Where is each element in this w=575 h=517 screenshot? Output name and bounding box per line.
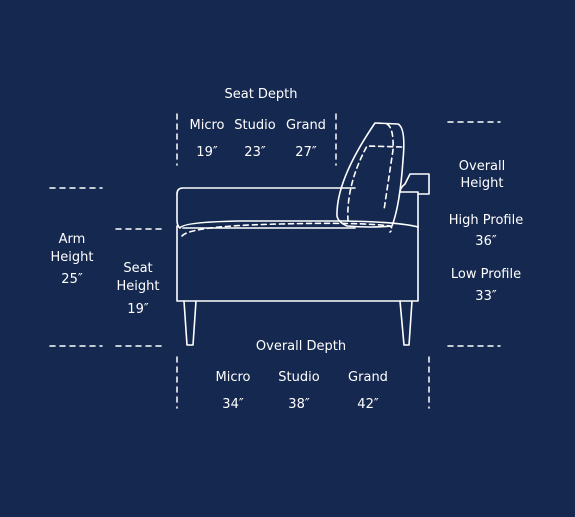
seat-height-title-line1: Seat xyxy=(123,261,153,276)
overall-depth-studio-label: Studio xyxy=(278,370,320,385)
arm-height-title-line1: Arm xyxy=(58,232,86,247)
overall-depth-title: Overall Depth xyxy=(255,339,347,354)
overall-depth-grand-value: 42″ xyxy=(357,397,379,412)
sofa-frame xyxy=(176,225,419,302)
back-cushion xyxy=(336,122,405,228)
arm-height-value: 25″ xyxy=(61,272,83,287)
back-cushion-dashed-2 xyxy=(383,123,394,211)
seat-depth-micro-label: Micro xyxy=(189,118,225,133)
overall-depth-grand-label: Grand xyxy=(348,370,388,385)
front-leg xyxy=(183,300,197,346)
seat-depth-micro-value: 19″ xyxy=(196,145,218,160)
sofa-back xyxy=(399,173,430,228)
overall-depth-studio-value: 38″ xyxy=(288,397,310,412)
overall-height-title-line2: Height xyxy=(460,176,504,191)
seat-cushion xyxy=(179,220,419,229)
seat-height-value: 19″ xyxy=(127,302,149,317)
back-leg xyxy=(399,300,413,346)
seat-depth-studio-label: Studio xyxy=(234,118,276,133)
low-profile-label: Low Profile xyxy=(450,267,522,282)
low-profile-value: 33″ xyxy=(475,289,497,304)
seat-depth-title: Seat Depth xyxy=(224,87,298,102)
high-profile-value: 36″ xyxy=(475,234,497,249)
sofa-arm-front xyxy=(176,193,181,229)
sofa-body xyxy=(176,122,430,346)
overall-depth-micro-value: 34″ xyxy=(222,397,244,412)
dimension-guides xyxy=(49,113,501,409)
high-profile-label: High Profile xyxy=(448,213,524,228)
arm-height-title-line2: Height xyxy=(50,250,94,265)
seat-depth-studio-value: 23″ xyxy=(244,145,266,160)
overall-depth-micro-label: Micro xyxy=(215,370,251,385)
seat-height-title-line2: Height xyxy=(116,279,160,294)
seat-depth-grand-label: Grand xyxy=(286,118,326,133)
sofa-arm-top xyxy=(176,187,356,195)
overall-height-title-line1: Overall xyxy=(458,159,506,174)
seat-cushion-dashed xyxy=(181,222,393,237)
back-cushion-dashed xyxy=(347,145,403,222)
seat-depth-grand-value: 27″ xyxy=(295,145,317,160)
